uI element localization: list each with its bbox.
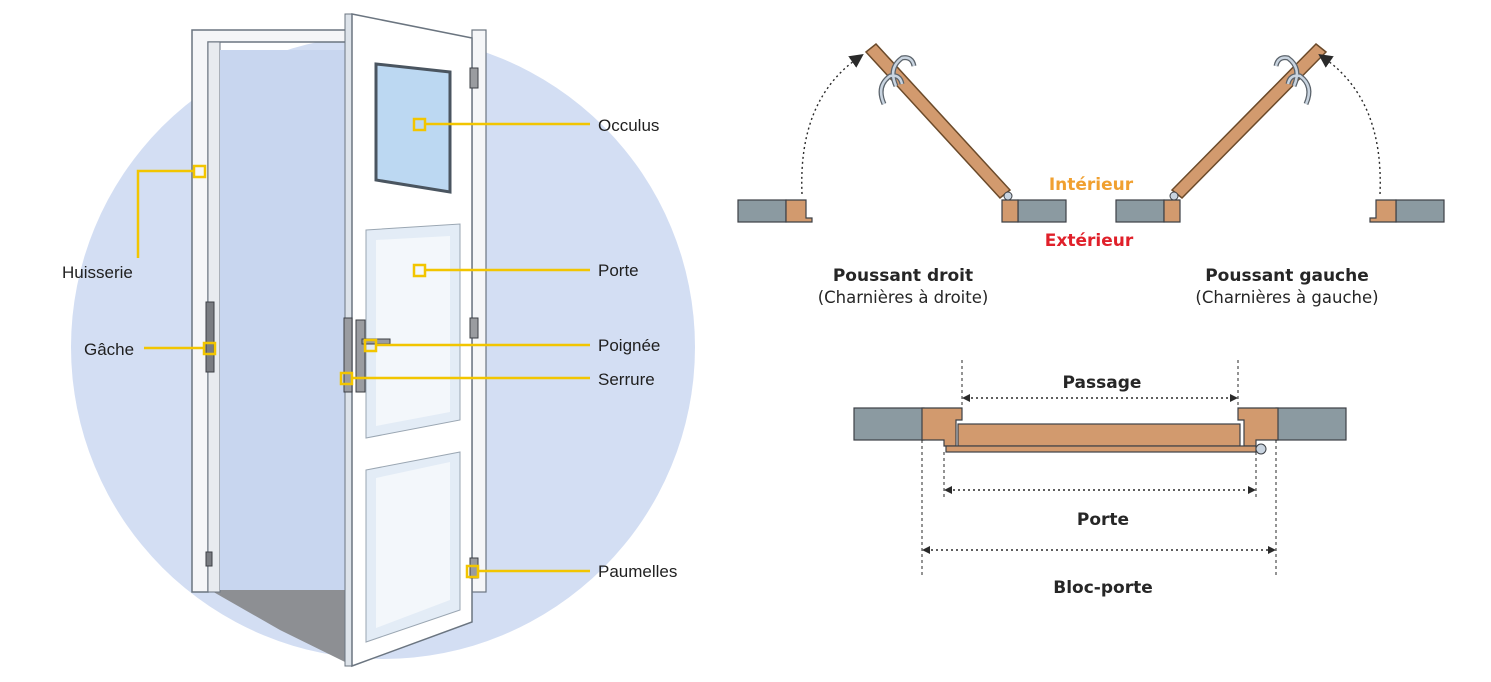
dimension-diagram: Passage Porte Bloc-porte: [853, 360, 1347, 598]
label-porte: Porte: [598, 261, 639, 280]
subtitle-charnieres-droite: (Charnières à droite): [818, 288, 989, 307]
opening-right: [737, 42, 1067, 223]
opening-left: [1115, 42, 1445, 223]
gache-plate: [205, 301, 215, 373]
title-poussant-droit: Poussant droit: [833, 266, 973, 286]
label-huisserie: Huisserie: [62, 263, 133, 282]
label-passage: Passage: [1063, 373, 1142, 393]
label-serrure: Serrure: [598, 370, 655, 389]
label-occulus: Occulus: [598, 116, 659, 135]
title-poussant-gauche: Poussant gauche: [1205, 266, 1369, 286]
hinge-top: [469, 67, 479, 89]
floor-shadow: [210, 590, 345, 662]
door-illustration: Occulus Porte Poignée Serrure Paumelles …: [62, 13, 695, 668]
label-exterieur: Extérieur: [1045, 231, 1134, 251]
hinge-middle: [469, 317, 479, 339]
label-poignee: Poignée: [598, 336, 660, 355]
label-paumelles: Paumelles: [598, 562, 677, 581]
label-interieur: Intérieur: [1049, 175, 1134, 195]
label-porte-dimension: Porte: [1077, 510, 1129, 530]
label-bloc-porte: Bloc-porte: [1053, 578, 1153, 598]
subtitle-charnieres-gauche: (Charnières à gauche): [1195, 288, 1378, 307]
callouts: [136, 117, 590, 579]
label-gache: Gâche: [84, 340, 134, 359]
